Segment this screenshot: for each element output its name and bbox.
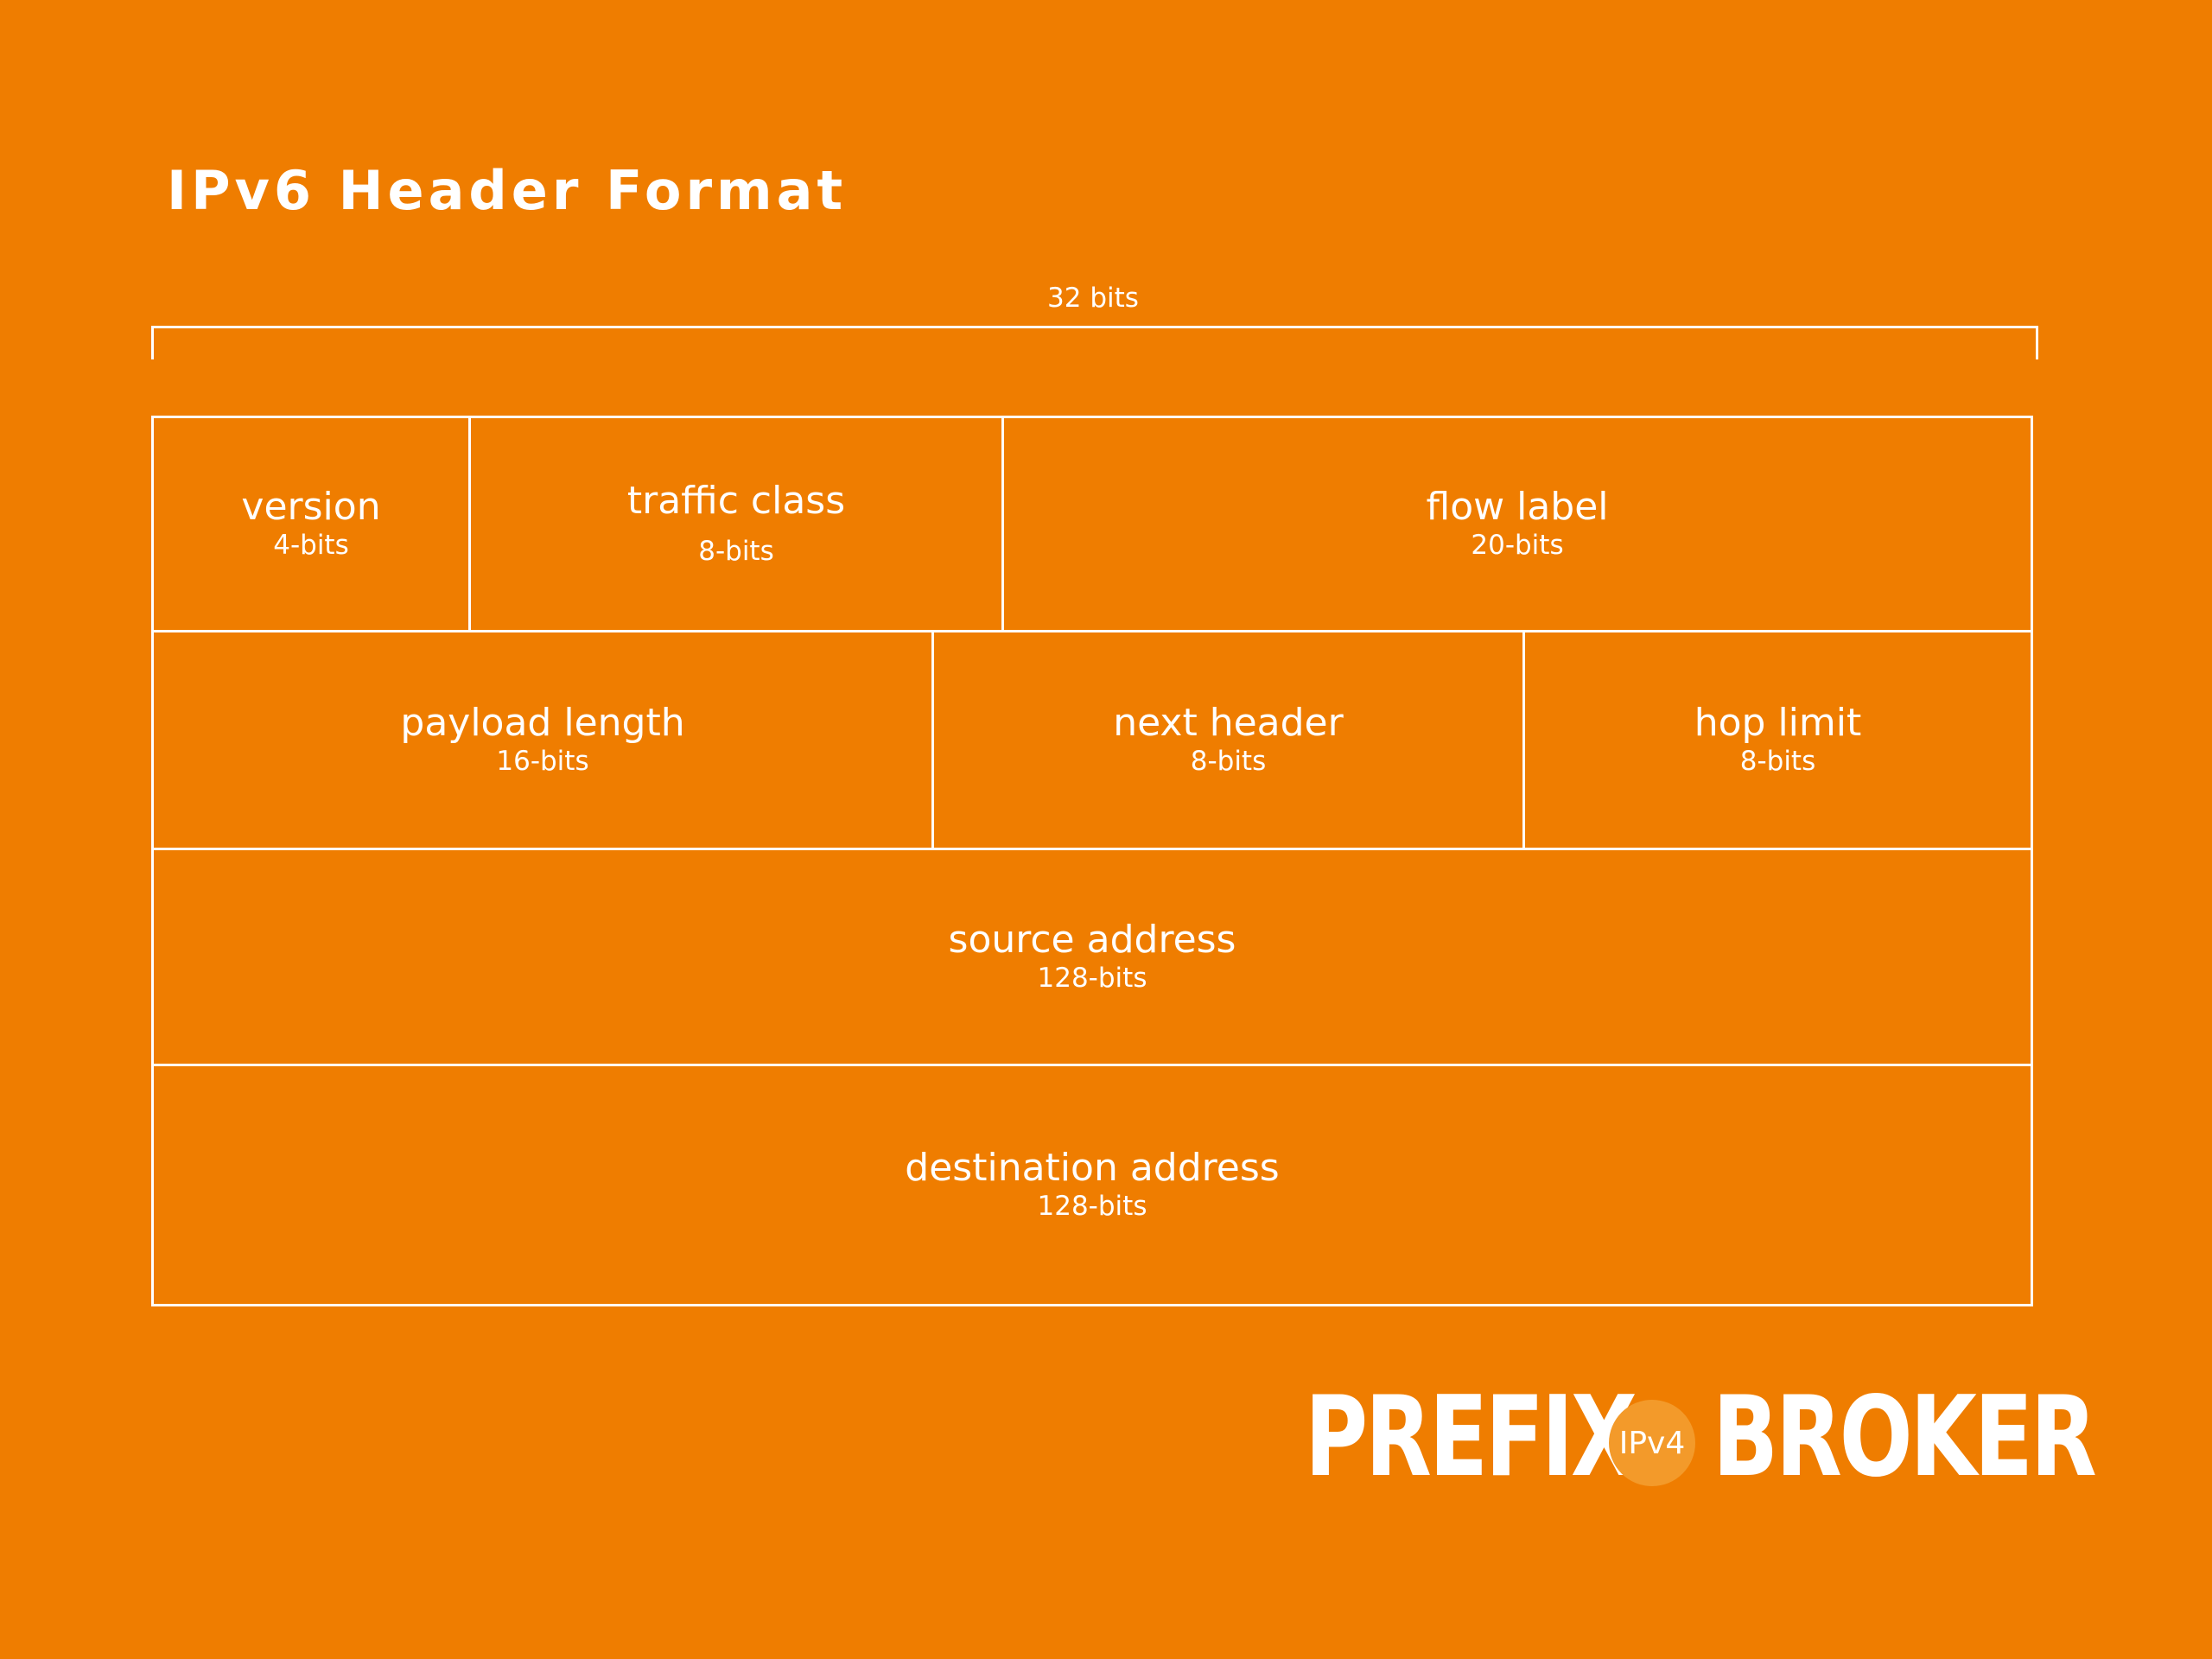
field-destination-address: destination address 128-bits	[151, 1064, 2033, 1306]
field-version: version 4-bits	[151, 416, 471, 632]
field-name: payload length	[400, 700, 685, 745]
field-flow-label: flow label 20-bits	[1001, 416, 2033, 632]
field-next-header: next header 8-bits	[931, 630, 1525, 850]
field-bits: 4-bits	[273, 530, 349, 562]
field-source-address: source address 128-bits	[151, 848, 2033, 1066]
field-bits: 16-bits	[496, 746, 589, 778]
field-bits: 8-bits	[698, 536, 774, 568]
field-name: flow label	[1426, 484, 1609, 529]
field-bits: 20-bits	[1471, 530, 1564, 562]
width-bracket	[151, 326, 2038, 359]
prefix-broker-logo: PREFIX IPv4 BROKER	[1305, 1373, 2097, 1502]
field-bits: 128-bits	[1037, 1191, 1147, 1223]
logo-ipv4-badge: IPv4	[1609, 1400, 1695, 1486]
field-name: next header	[1113, 700, 1344, 745]
field-bits: 8-bits	[1190, 746, 1267, 778]
diagram-title: IPv6 Header Format	[167, 159, 848, 222]
field-bits: 128-bits	[1037, 963, 1147, 995]
logo-word-broker: BROKER	[1713, 1373, 2097, 1502]
field-name: traffic class	[626, 478, 846, 523]
field-name: destination address	[905, 1145, 1280, 1190]
logo-word-prefix: PREFIX	[1305, 1373, 1637, 1502]
field-name: source address	[948, 917, 1236, 962]
field-name: version	[241, 484, 381, 529]
width-caption: 32 bits	[1047, 283, 1139, 314]
field-traffic-class: traffic class 8-bits	[468, 416, 1004, 632]
field-hop-limit: hop limit 8-bits	[1522, 630, 2033, 850]
field-name: hop limit	[1694, 700, 1862, 745]
field-payload-length: payload length 16-bits	[151, 630, 934, 850]
field-bits: 8-bits	[1739, 746, 1816, 778]
